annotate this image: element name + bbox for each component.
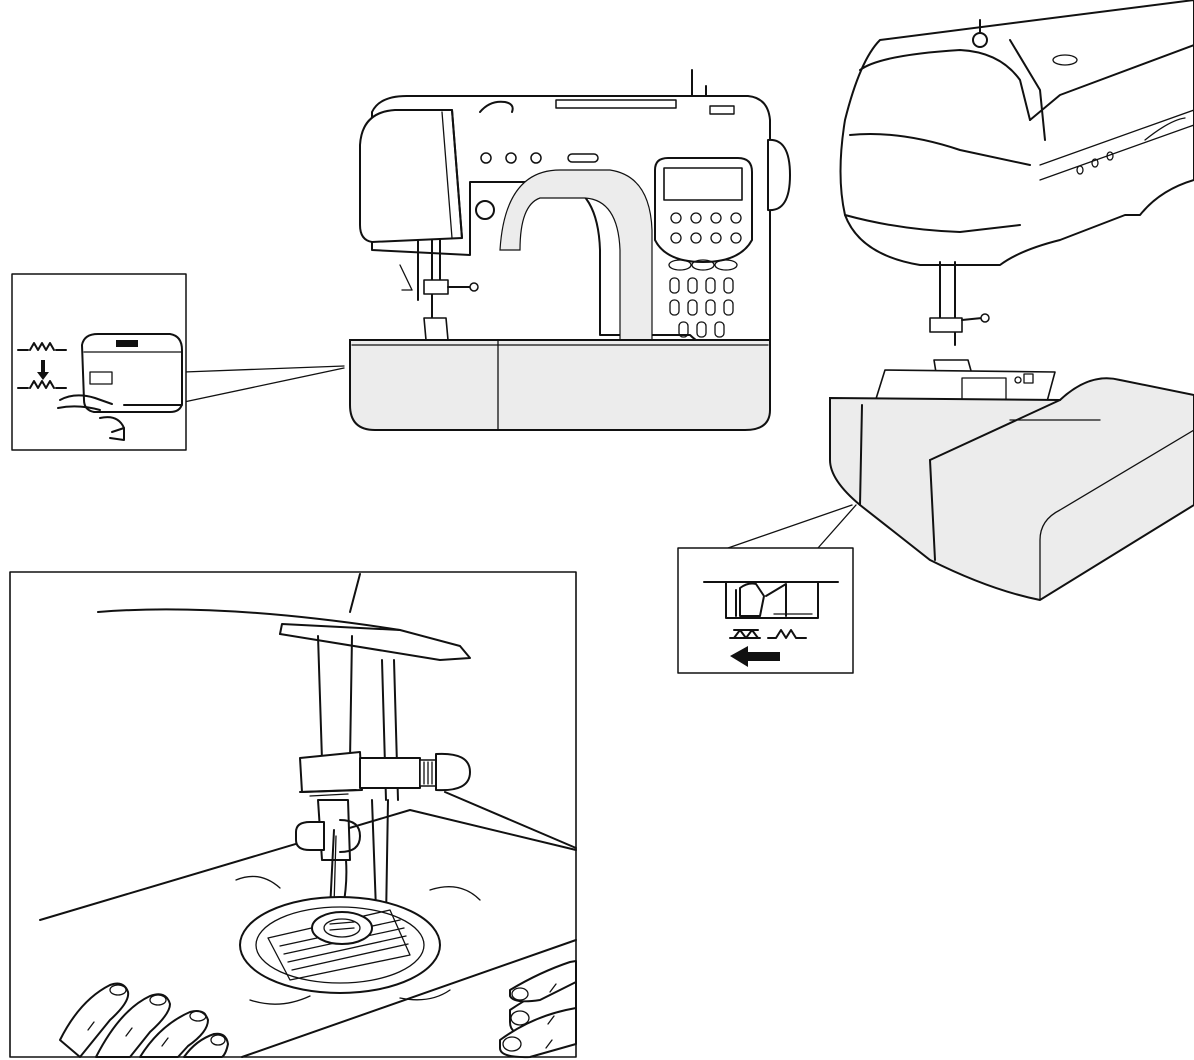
- panel-buttons: [668, 212, 742, 338]
- feed-dog-lever-detail: [11, 273, 187, 451]
- arrow-down-icon: [37, 360, 49, 380]
- right-hand: [499, 960, 577, 1059]
- arrow-left-icon: [730, 646, 780, 667]
- feed-dog-lever-icon: [57, 333, 183, 441]
- machine-free-arm-view: [829, 0, 1194, 602]
- machine-front-view: [349, 69, 791, 431]
- leader-line-right: [727, 504, 853, 549]
- left-hand: [59, 982, 229, 1058]
- feed-dog-slide-detail: [677, 547, 854, 674]
- needle-assembly: [399, 239, 479, 341]
- darning-closeup-view: [9, 571, 577, 1059]
- leader-line-left: [183, 365, 345, 373]
